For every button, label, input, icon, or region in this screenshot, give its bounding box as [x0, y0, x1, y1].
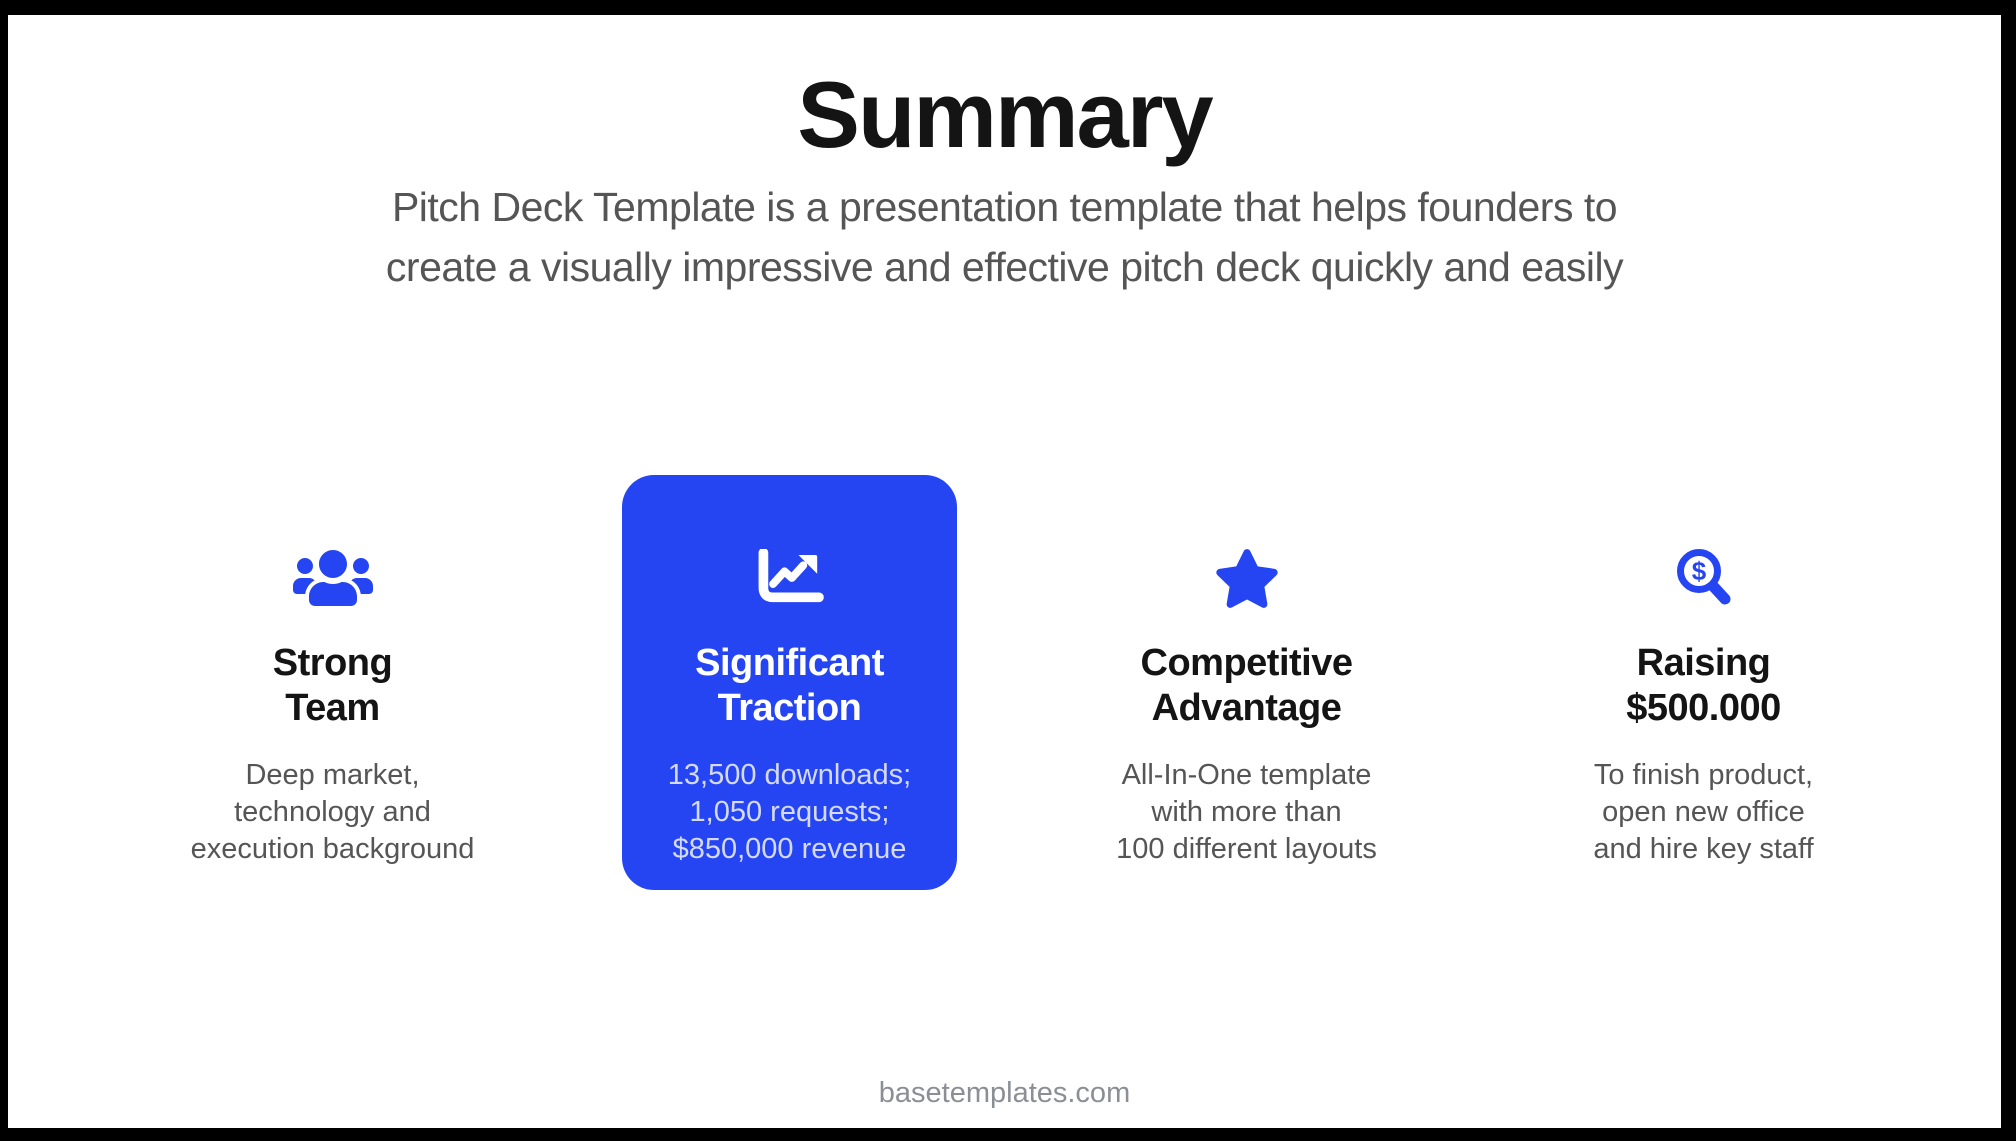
footer-url: basetemplates.com — [878, 1077, 1131, 1109]
column-title-line: Significant — [695, 642, 884, 684]
column-desc-line: Deep market, — [245, 759, 420, 791]
column-title-line: Strong — [272, 642, 393, 684]
line-chart-icon — [753, 545, 827, 611]
column-desc-line: To finish product, — [1593, 759, 1814, 791]
feature-column-competitive-advantage: Competitive Advantage All-In-One templat… — [1018, 475, 1475, 890]
subtitle-line-1: Pitch Deck Template is a presentation te… — [391, 184, 1618, 230]
column-desc-line: open new office — [1602, 796, 1805, 828]
svg-text:$: $ — [1691, 556, 1706, 586]
column-description: To finish product, open new office and h… — [1593, 757, 1813, 868]
column-title-line: Raising — [1636, 642, 1771, 684]
column-desc-line: technology and — [234, 796, 431, 828]
column-title: Significant Traction — [695, 641, 884, 731]
slide-title: Summary — [797, 62, 1213, 167]
column-desc-line: 1,050 requests; — [689, 796, 890, 828]
column-title: Raising $500.000 — [1626, 641, 1781, 731]
feature-column-strong-team: Strong Team Deep market, technology and … — [104, 475, 561, 890]
column-description: All-In-One template with more than 100 d… — [1116, 757, 1377, 868]
column-desc-line: $850,000 revenue — [672, 833, 907, 865]
column-title-line: Competitive — [1140, 642, 1353, 684]
column-title-line: Traction — [717, 687, 862, 729]
feature-columns: Strong Team Deep market, technology and … — [104, 475, 1932, 890]
subtitle-line-2: create a visually impressive and effecti… — [385, 244, 1624, 290]
column-desc-line: execution background — [190, 833, 475, 865]
slide-canvas: Summary Pitch Deck Template is a present… — [8, 15, 2001, 1128]
users-icon — [292, 545, 373, 611]
column-title-line: $500.000 — [1626, 687, 1781, 729]
column-desc-line: All-In-One template — [1121, 759, 1372, 791]
column-title: Strong Team — [272, 641, 393, 731]
column-desc-line: and hire key staff — [1593, 833, 1814, 865]
feature-column-raising: $ Raising $500.000 To finish product, op… — [1475, 475, 1932, 890]
column-desc-line: with more than — [1151, 796, 1342, 828]
column-title-line: Advantage — [1151, 687, 1342, 729]
column-desc-line: 100 different layouts — [1116, 833, 1377, 865]
star-icon — [1214, 545, 1280, 611]
column-title: Competitive Advantage — [1141, 641, 1353, 731]
column-title-line: Team — [285, 687, 380, 729]
column-description: 13,500 downloads; 1,050 requests; $850,0… — [668, 757, 911, 868]
search-dollar-icon: $ — [1672, 545, 1736, 611]
column-desc-line: 13,500 downloads; — [667, 759, 912, 791]
feature-column-significant-traction: Significant Traction 13,500 downloads; 1… — [561, 475, 1018, 890]
column-description: Deep market, technology and execution ba… — [191, 757, 475, 868]
slide-subtitle: Pitch Deck Template is a presentation te… — [8, 177, 2001, 297]
